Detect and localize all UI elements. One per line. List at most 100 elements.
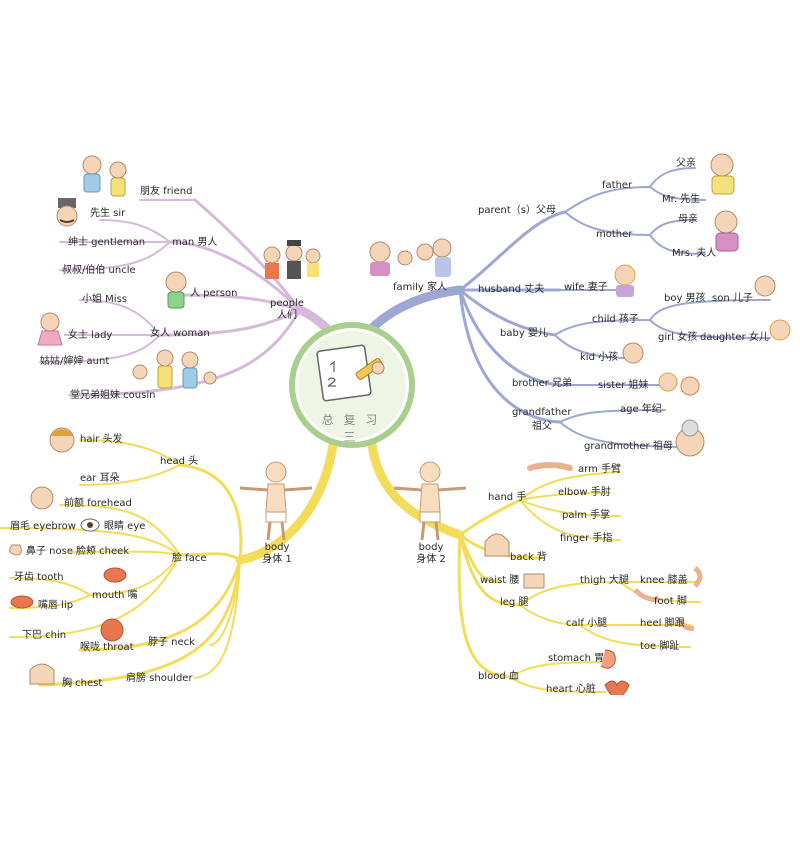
nose-illustration — [9, 544, 22, 556]
people-item: man 男人 — [172, 237, 218, 248]
lady-illustration — [37, 312, 63, 346]
family-item: Mrs. 夫人 — [672, 248, 717, 259]
body1-item: 眼睛 eye — [104, 521, 146, 532]
body1-item: 喉咙 throat — [80, 642, 134, 653]
forehead-illustration — [30, 486, 54, 510]
family-item: Mr. 先生 — [662, 194, 701, 205]
chest-illustration — [29, 663, 55, 685]
family-branch-lines — [365, 167, 771, 448]
people-item: 朋友 friend — [140, 186, 193, 197]
notepad-icon — [316, 344, 385, 402]
daughter-illustration — [769, 319, 791, 341]
family-item: mother — [596, 229, 633, 240]
body1-branch-lines — [0, 439, 338, 687]
body1-item: 鼻子 nose — [26, 546, 73, 557]
boy-figure-1 — [239, 461, 313, 541]
body2-item: blood 血 — [478, 671, 519, 682]
body1-item: ear 耳朵 — [80, 473, 120, 484]
eye-illustration — [80, 518, 100, 532]
body1-item: 嘴唇 lip — [38, 600, 74, 611]
people-item: 女人 woman — [150, 328, 210, 339]
body2-item: calf 小腿 — [566, 618, 608, 629]
people-item: 姑姑/婶婶 aunt — [40, 356, 110, 367]
family-illustration — [369, 238, 452, 277]
heel-illustration — [677, 618, 695, 631]
body1-item: head 头 — [160, 456, 199, 467]
family-item: daughter 女儿 — [700, 332, 769, 343]
body2-item: leg 腿 — [500, 597, 529, 608]
mind-map-canvas: 总 复 习 三 people 人们 朋友 friend 先生 sir 绅士 ge… — [0, 150, 800, 695]
body2-item: foot 脚 — [654, 596, 687, 607]
back-illustration — [484, 533, 510, 557]
body1-item: 脸颊 cheek — [76, 546, 130, 557]
center-hub — [289, 322, 415, 448]
people-item: 堂兄弟姐妹 cousin — [70, 390, 156, 401]
body2-item: palm 手掌 — [562, 510, 611, 521]
family-item: kid 小孩 — [580, 352, 619, 363]
body2-branch-lines — [367, 440, 701, 693]
siblings-illustration — [658, 372, 700, 396]
people-item: 女士 lady — [68, 330, 113, 341]
body2-item: finger 手指 — [560, 533, 613, 544]
waist-illustration — [523, 573, 545, 589]
body1-item: 前额 forehead — [64, 498, 132, 509]
body2-item: knee 膝盖 — [640, 575, 688, 586]
body1-item: 脸 face — [172, 553, 207, 564]
body2-item: hand 手 — [488, 492, 527, 503]
family-item: brother 兄弟 — [512, 378, 573, 389]
body1-item: hair 头发 — [80, 434, 123, 445]
people-item: 人 person — [190, 288, 238, 299]
person-illustration — [165, 271, 187, 309]
body2-hub: body 身体 2 — [406, 542, 456, 566]
body1-hub-label-cn: 身体 1 — [262, 554, 292, 565]
body2-item: waist 腰 — [480, 575, 520, 586]
center-title: 总 复 习 三 — [321, 413, 381, 444]
family-item: child 孩子 — [592, 314, 639, 325]
body2-hub-label: body — [418, 542, 444, 553]
people-branch-lines — [39, 198, 343, 397]
family-item: boy 男孩 — [664, 293, 706, 304]
body2-item: thigh 大腿 — [580, 575, 629, 586]
kid-illustration — [622, 342, 644, 364]
body1-item: 肩膀 shoulder — [126, 673, 193, 684]
family-item: father — [602, 180, 633, 191]
friends-illustration — [82, 155, 127, 197]
people-hub-label: people — [270, 298, 304, 309]
people-hub-label-cn: 人们 — [277, 310, 297, 321]
family-item: age 年纪 — [620, 404, 662, 415]
family-item: 父亲 — [676, 158, 696, 169]
knee-illustration — [693, 566, 703, 588]
cousins-illustration — [132, 349, 217, 389]
body1-item: mouth 嘴 — [92, 590, 138, 601]
people-hub: people 人们 — [262, 298, 312, 322]
family-item: grandmother 祖母 — [584, 441, 673, 452]
body2-item: heart 心脏 — [546, 684, 596, 695]
wife-illustration — [614, 264, 636, 297]
people-item: 叔叔/伯伯 uncle — [62, 265, 136, 276]
sir-illustration — [56, 198, 78, 227]
boy-figure-2 — [393, 461, 467, 541]
family-item: 母亲 — [678, 214, 698, 225]
body2-hub-label-cn: 身体 2 — [416, 554, 446, 565]
people-item: 先生 sir — [90, 208, 126, 219]
family-item: girl 女孩 — [658, 332, 698, 343]
throat-illustration — [100, 618, 124, 642]
people-item: 小姐 Miss — [82, 294, 128, 305]
mother-illustration — [714, 210, 739, 252]
people-group-illustration — [263, 240, 321, 279]
body2-item: elbow 手肘 — [558, 487, 611, 498]
family-item: baby 婴儿 — [500, 328, 548, 339]
hair-illustration — [49, 427, 75, 453]
family-item: wife 妻子 — [564, 282, 608, 293]
son-illustration — [754, 275, 776, 297]
mouth-illustration — [103, 567, 127, 583]
stomach-illustration — [600, 649, 616, 669]
body1-item: 眉毛 eyebrow — [10, 521, 76, 532]
people-item: 绅士 gentleman — [68, 237, 146, 248]
body1-item: 脖子 neck — [148, 637, 195, 648]
body2-item: toe 脚趾 — [640, 641, 680, 652]
body1-item: 胸 chest — [62, 678, 103, 689]
father-illustration — [710, 153, 735, 195]
body1-hub: body 身体 1 — [252, 542, 302, 566]
family-item: sister 姐妹 — [598, 380, 649, 391]
